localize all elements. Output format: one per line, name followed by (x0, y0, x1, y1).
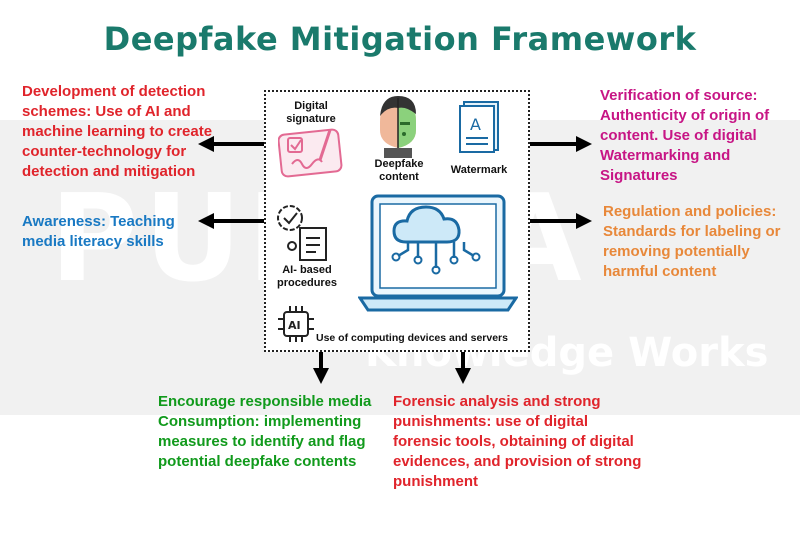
arrow-down-right (455, 350, 471, 384)
ai-procedures-label: AI- based procedures (277, 264, 337, 289)
ai-chip-icon: AI (278, 306, 314, 342)
deepfake-face-icon (380, 96, 416, 158)
regulation-text: Regulation and policies: Standards for l… (603, 203, 781, 280)
arrow-down-left (313, 350, 329, 384)
forensic-analysis-text: Forensic analysis and strong punishments… (393, 393, 642, 490)
watermark-label: Watermark (450, 164, 508, 176)
verification-text: Verification of source: Authenticity of … (600, 87, 770, 184)
arrow-left-bottom (198, 213, 264, 229)
responsible-media-text: Encourage responsible media Consumption:… (158, 393, 372, 470)
arrow-left-top (198, 136, 264, 152)
arrow-right-top (526, 136, 592, 152)
detection-schemes-text: Development of detection schemes: Use of… (22, 83, 213, 180)
arrow-right-bottom (526, 213, 592, 229)
deepfake-content-label: Deepfake content (374, 158, 424, 183)
svg-text:A: A (470, 115, 481, 134)
watermark-document-icon: A (459, 101, 499, 153)
page-title: Deepfake Mitigation Framework (103, 20, 697, 58)
ai-procedure-icon (277, 205, 327, 261)
awareness-text: Awareness: Teaching media literacy skill… (22, 213, 175, 250)
cloud-laptop-icon (358, 194, 518, 312)
ai-chip-label: AI (288, 319, 301, 332)
digital-signature-label: Digital signature (286, 100, 336, 125)
signature-icon (278, 128, 343, 178)
center-box: Digital signature Deepfake content A Wat… (264, 90, 530, 352)
computing-label: Use of computing devices and servers (316, 332, 508, 344)
